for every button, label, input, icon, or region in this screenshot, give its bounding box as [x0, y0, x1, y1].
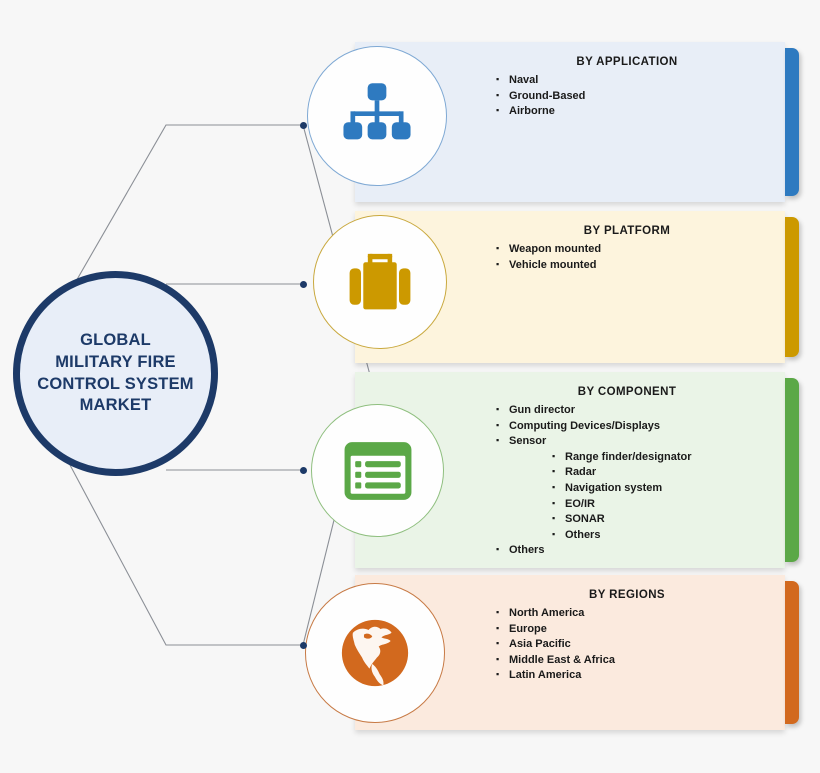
sub-list-item: Others: [551, 528, 759, 544]
connector-dot-regions: [300, 642, 307, 649]
list-item: Asia Pacific: [495, 637, 759, 653]
connector-dot-component: [300, 467, 307, 474]
sub-list-item: EO/IR: [551, 497, 759, 513]
list-item: Ground-Based: [495, 89, 759, 105]
list-item: Others: [495, 543, 759, 559]
list-window-icon: [344, 441, 411, 500]
panel-application-list: Naval Ground-Based Airborne: [495, 73, 759, 120]
list-item: Europe: [495, 622, 759, 638]
list-item: North America: [495, 606, 759, 622]
panel-application-content: BY APPLICATION Naval Ground-Based Airbor…: [495, 42, 759, 202]
icon-circle-application[interactable]: [307, 46, 447, 186]
panel-application-accent-bar: [785, 48, 799, 196]
list-item: Weapon mounted: [495, 242, 759, 258]
list-item: Gun director: [495, 403, 759, 419]
panel-component-sensor-sublist: Range finder/designator Radar Navigation…: [509, 450, 759, 544]
sub-list-item: Navigation system: [551, 481, 759, 497]
list-item: Latin America: [495, 668, 759, 684]
connector-dot-platform: [300, 281, 307, 288]
icon-circle-regions[interactable]: [305, 583, 445, 723]
panel-application-title: BY APPLICATION: [576, 56, 678, 68]
panel-regions-list: North America Europe Asia Pacific Middle…: [495, 606, 759, 684]
list-item: Airborne: [495, 104, 759, 120]
briefcase-icon: [349, 253, 411, 310]
sub-list-item: Radar: [551, 465, 759, 481]
panel-component-accent-bar: [785, 378, 799, 562]
connector-dot-application: [300, 122, 307, 129]
globe-icon: [341, 619, 409, 687]
sub-list-item: SONAR: [551, 512, 759, 528]
panel-platform-content: BY PLATFORM Weapon mounted Vehicle mount…: [495, 211, 759, 363]
list-item: Computing Devices/Displays: [495, 419, 759, 435]
panel-regions-accent-bar: [785, 581, 799, 724]
list-item: Sensor Range finder/designator Radar Nav…: [495, 434, 759, 543]
panel-component-title: BY COMPONENT: [577, 386, 677, 398]
central-hub[interactable]: GLOBAL MILITARY FIRE CONTROL SYSTEM MARK…: [13, 271, 218, 476]
sub-list-item: Range finder/designator: [551, 450, 759, 466]
panel-platform-list: Weapon mounted Vehicle mounted: [495, 242, 759, 273]
icon-circle-component[interactable]: [311, 404, 444, 537]
panel-platform-accent-bar: [785, 217, 799, 357]
panel-regions-title: BY REGIONS: [589, 589, 665, 601]
list-item: Naval: [495, 73, 759, 89]
panel-regions-content: BY REGIONS North America Europe Asia Pac…: [495, 575, 759, 730]
list-item: Middle East & Africa: [495, 653, 759, 669]
hierarchy-icon: [343, 83, 411, 140]
panel-platform-title: BY PLATFORM: [583, 225, 671, 237]
list-item: Vehicle mounted: [495, 258, 759, 274]
panel-component-content: BY COMPONENT Gun director Computing Devi…: [495, 372, 759, 568]
panel-component-list: Gun director Computing Devices/Displays …: [495, 403, 759, 559]
icon-circle-platform[interactable]: [313, 215, 447, 349]
central-hub-label: GLOBAL MILITARY FIRE CONTROL SYSTEM MARK…: [37, 330, 194, 415]
